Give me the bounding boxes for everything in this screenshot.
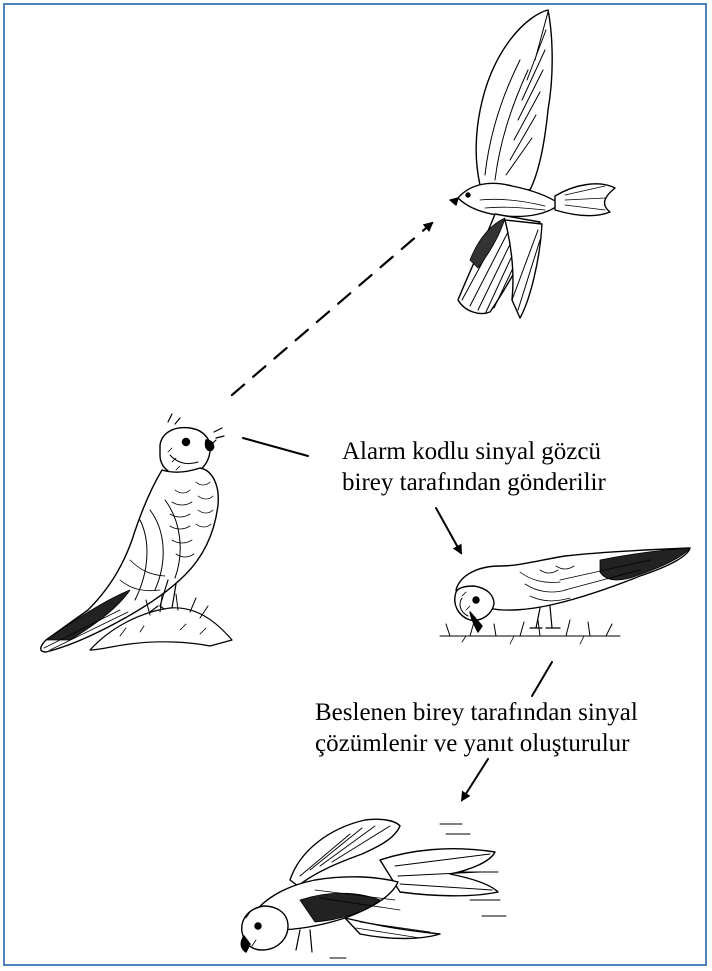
alarm-caption-line-2: birey tarafından gönderilir [342, 467, 606, 498]
alarm-signal-caption: Alarm kodlu sinyal gözcü birey tarafında… [342, 436, 606, 498]
alarm-caption-line-1: Alarm kodlu sinyal gözcü [342, 436, 606, 467]
caption-arrow-to-escaping-bird [462, 759, 488, 800]
feeding-pointer-line [532, 662, 552, 696]
sentinel-pointer-line [243, 438, 308, 456]
escaping-bird-illustration [241, 819, 506, 958]
caption-arrow-to-feeding-bird [436, 508, 461, 553]
sentinel-bird-illustration [41, 414, 232, 652]
response-caption: Beslenen birey tarafından sinyal çözümle… [315, 697, 638, 759]
feeding-bird-illustration [440, 548, 690, 644]
signal-direction-arrow [232, 223, 432, 395]
flying-hawk-illustration [450, 10, 615, 318]
response-caption-line-1: Beslenen birey tarafından sinyal [315, 697, 638, 728]
response-caption-line-2: çözümlenir ve yanıt oluşturulur [315, 728, 638, 759]
